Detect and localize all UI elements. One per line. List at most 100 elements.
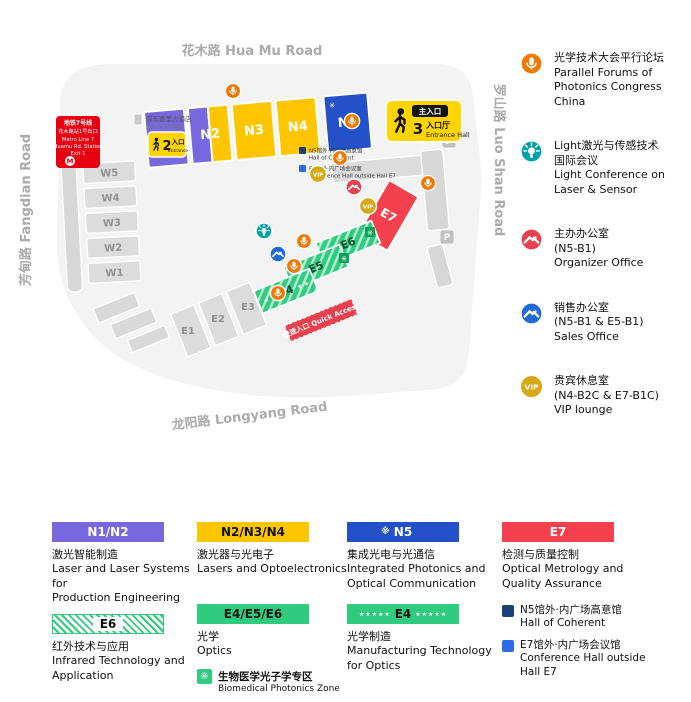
n5-pattern-mark: ※ bbox=[381, 527, 390, 537]
entrance-2-en: Entrance bbox=[168, 148, 188, 154]
legend-desc-e4e5e6: 光学 Optics bbox=[197, 630, 232, 658]
legend-desc-n1n2: 激光智能制造 Laser and Laser Systems for Produ… bbox=[52, 548, 190, 604]
hall-w1 bbox=[87, 260, 142, 285]
microphone-icon bbox=[331, 149, 349, 167]
hall-n2-label: N2 bbox=[200, 127, 221, 144]
hall-e3-label: E3 bbox=[241, 302, 255, 313]
kerry-hotel-label: 浦东嘉里大酒店 Kerry Hotel bbox=[133, 113, 192, 131]
hall-w2 bbox=[86, 235, 141, 260]
hall-n4-label: N4 bbox=[287, 119, 308, 136]
hall-e1-label: E1 bbox=[181, 326, 195, 337]
legend-desc-e7: 检测与质量控制 Optical Metrology and Quality As… bbox=[502, 548, 624, 590]
light-conference-icon bbox=[519, 139, 544, 164]
legend-column-1: N1/N2 激光智能制造 Laser and Laser Systems for… bbox=[52, 522, 197, 694]
hall-e1 bbox=[169, 303, 212, 358]
legend-item-text: 光学技术大会平行论坛 Parallel Forums of Photonics … bbox=[554, 51, 664, 108]
legend-desc-n5: 集成光电与光通信 Integrated Photonics and Optica… bbox=[347, 548, 486, 590]
kerry-hotel-icon bbox=[133, 113, 143, 126]
right-building bbox=[420, 148, 450, 232]
legend-conference-hall: E7馆外·内广场会议馆 Conference Hall outside Hall… bbox=[502, 639, 662, 678]
conference-hall-text: E7馆外·内广场会议馆 Conference Hall outside Hall… bbox=[520, 639, 646, 678]
hall-w3-label: W3 bbox=[103, 218, 122, 230]
road-luoshan: 罗山路 Luo Shan Road bbox=[491, 84, 507, 237]
legend-coherent-hall: N5馆外·内广场高意馆 Hall of Coherent bbox=[502, 604, 662, 630]
service-buildings bbox=[92, 291, 171, 354]
legend-bar-label: N5 bbox=[393, 525, 413, 539]
microphone-icon bbox=[519, 51, 544, 76]
hall-w1-label: W1 bbox=[105, 268, 124, 280]
legend-bar-label: N2/N3/N4 bbox=[221, 525, 285, 539]
coherent-hall-cn: N5馆外·内广场高意馆 bbox=[309, 147, 363, 155]
legend-bar-label: E6 bbox=[92, 617, 124, 632]
conference-hall-en: Conference Hall outside Hall E7 bbox=[309, 174, 396, 180]
entrance-2-number: 2 bbox=[162, 139, 171, 154]
biomed-mark-n5: ※ bbox=[329, 101, 336, 109]
metro-station-badge: 地铁7号线 花木路站1号出口 Metro Line 7 Huamu Rd. St… bbox=[54, 116, 103, 168]
map-legend: 光学技术大会平行论坛 Parallel Forums of Photonics … bbox=[518, 50, 688, 447]
vip-lounge-marker bbox=[358, 196, 378, 216]
hall-e4-stars-left: ★ ★ bbox=[263, 294, 277, 305]
legend-column-3: ※ N5 ※ 集成光电与光通信 Integrated Photonics and… bbox=[347, 522, 502, 694]
legend-bar-e4e5e6: E4/E5/E6 bbox=[197, 604, 309, 624]
main-entrance-tag: 主入口 bbox=[419, 106, 442, 116]
legend-item-text: Light激光与传感技术 国际会议 Light Conference on La… bbox=[554, 139, 666, 196]
coherent-hall-en: Hall of Coherent bbox=[309, 156, 354, 162]
w-halls: W5 W4 W3 W2 W1 bbox=[82, 160, 142, 285]
right-building-2 bbox=[426, 243, 454, 289]
main-entrance-number: 3 bbox=[413, 120, 423, 138]
legend-item-vip-lounge: 贵宾休息室 (N4-B2C & E7-B1C) VIP lounge bbox=[518, 373, 688, 418]
coherent-hall-swatch bbox=[502, 605, 514, 617]
main-entrance-badge: 主入口 3 入口厅 Entrance Hall bbox=[385, 99, 470, 143]
metro-line4: Huamu Rd. Station bbox=[54, 144, 103, 150]
road-hua-mu: 花木路 Hua Mu Road bbox=[182, 43, 323, 59]
entrance-2-cn: 入口 bbox=[171, 138, 185, 146]
legend-biomedical-zone: ※ 生物医学光子学专区 Biomedical Photonics Zone bbox=[197, 668, 347, 694]
conference-hall-swatch bbox=[299, 165, 306, 172]
microphone-icon bbox=[419, 174, 437, 192]
vip-lounge-marker bbox=[308, 164, 328, 184]
biomedical-zone-icon: ※ bbox=[197, 668, 212, 684]
hall-e2-label: E2 bbox=[211, 314, 225, 325]
vip-icon bbox=[519, 374, 544, 400]
legend-bar-label: E4 bbox=[394, 607, 412, 621]
legend-bar-e4: ★★★★★ E4 ★★★★★ bbox=[347, 604, 459, 624]
hall-n3 bbox=[230, 100, 278, 161]
hall-e6-label: E6 bbox=[339, 234, 358, 252]
sales-office-icon bbox=[269, 245, 287, 263]
metro-logo-letter: M bbox=[67, 158, 74, 166]
legend-item-text: 贵宾休息室 (N4-B2C & E7-B1C) VIP lounge bbox=[554, 374, 659, 417]
legend-bar-e7: E7 bbox=[502, 522, 614, 542]
legend-bar-label: E7 bbox=[549, 525, 567, 539]
road-longyang: 龙阳路 Longyang Road bbox=[171, 399, 328, 434]
metro-line2: 花木路站1号出口 bbox=[58, 127, 98, 135]
legend-item-sales-office: 销售办公室 (N5-B1 & E5-B1) Sales Office bbox=[518, 300, 688, 345]
biomedical-zone-tile: ※ bbox=[365, 227, 375, 237]
metro-line1: 地铁7号线 bbox=[64, 119, 92, 127]
legend-bar-label: N1/N2 bbox=[87, 525, 129, 539]
biomed-tile-mark: ※ bbox=[341, 255, 347, 263]
e4-stars-left: ★★★★★ bbox=[358, 610, 391, 618]
main-entrance-hall-cn: 入口厅 bbox=[425, 121, 450, 130]
legend-item-text: 销售办公室 (N5-B1 & E5-B1) Sales Office bbox=[554, 300, 644, 343]
hall-w2-label: W2 bbox=[104, 243, 123, 255]
road-fangdian: 芳甸路 Fangdian Road bbox=[18, 134, 34, 286]
microphone-icon bbox=[269, 284, 287, 302]
hall-legend: N1/N2 激光智能制造 Laser and Laser Systems for… bbox=[52, 522, 662, 694]
main-entrance-tag-bg bbox=[412, 105, 448, 117]
hall-n3-label: N3 bbox=[243, 123, 264, 140]
organizer-office-icon bbox=[345, 178, 363, 196]
legend-item-organizer-office: 主办办公室 (N5-B1) Organizer Office bbox=[518, 226, 688, 271]
hall-w4-label: W4 bbox=[101, 193, 120, 205]
conference-hall-cn: E7馆外·内广场会议室 bbox=[309, 165, 362, 173]
hall-n2-east bbox=[206, 103, 234, 164]
handshake-icon bbox=[519, 227, 544, 252]
legend-desc-n2n3n4: 激光器与光电子 Lasers and Optoelectronics bbox=[197, 548, 347, 576]
hall-w4 bbox=[83, 185, 138, 210]
main-entrance-hall-en: Entrance Hall bbox=[426, 131, 470, 139]
conference-hall-note: E7馆外·内广场会议室 Conference Hall outside Hall… bbox=[299, 165, 396, 180]
e4-stars-right: ★★★★★ bbox=[415, 610, 448, 618]
hall-e4-stars-right: ★ ★ bbox=[296, 280, 310, 291]
venue-map: VIP 花木路 Hua Mu Road 芳甸路 Fangdian Road 罗山… bbox=[18, 43, 507, 434]
hall-n4 bbox=[274, 96, 322, 158]
